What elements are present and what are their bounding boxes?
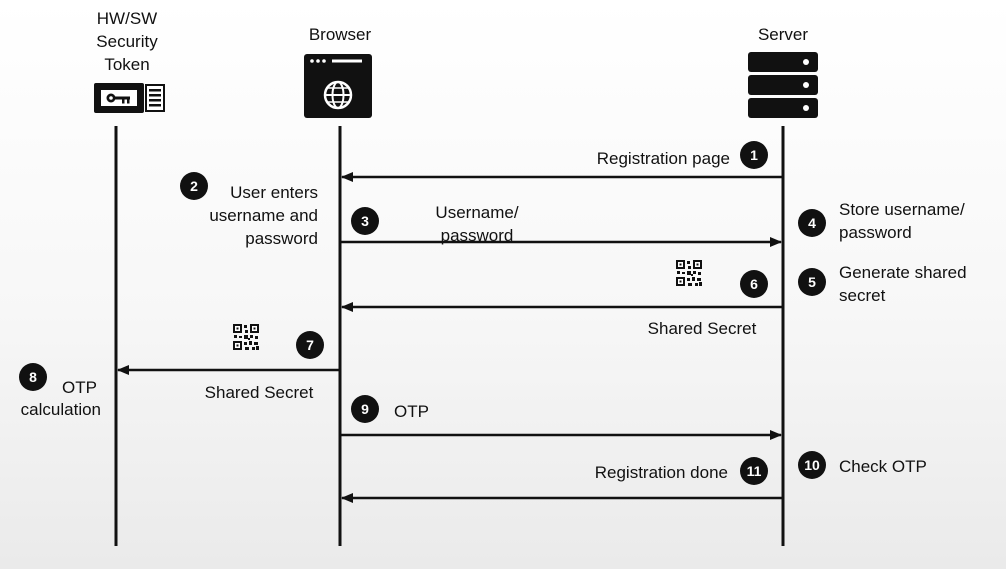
step-4-label-line-2: password xyxy=(839,223,912,242)
step-7-label: Shared Secret xyxy=(205,383,314,402)
token-label-line-1: HW/SW xyxy=(97,9,157,28)
step-8-label-line-1: OTP xyxy=(62,378,97,397)
participant-server: Server xyxy=(748,25,818,118)
step-4: 4 Store username/ password xyxy=(798,200,965,242)
step-8: 8 OTP calculation xyxy=(19,363,101,419)
qr-code-icon xyxy=(233,324,259,350)
step-3-number: 3 xyxy=(361,213,369,229)
step-8-label-line-2: calculation xyxy=(21,400,101,419)
step-5-number: 5 xyxy=(808,274,816,290)
step-6-badge xyxy=(740,270,768,298)
step-3-label-line-1: Username/ xyxy=(435,203,518,222)
step-2: 2 User enters username and password xyxy=(180,172,318,248)
browser-label: Browser xyxy=(309,25,372,44)
step-6-number: 6 xyxy=(750,276,758,292)
token-label-line-3: Token xyxy=(104,55,149,74)
step-7: 7 Shared Secret xyxy=(205,331,324,402)
server-label: Server xyxy=(758,25,808,44)
step-11: Registration done 11 xyxy=(595,457,768,485)
step-7-number: 7 xyxy=(306,337,314,353)
step-1-badge xyxy=(740,141,768,169)
step-3-label-line-2: password xyxy=(441,226,514,245)
step-8-badge xyxy=(19,363,47,391)
step-3-badge xyxy=(351,207,379,235)
step-5-label-line-1: Generate shared xyxy=(839,263,967,282)
step-7-badge xyxy=(296,331,324,359)
step-6-label: Shared Secret xyxy=(648,319,757,338)
step-2-number: 2 xyxy=(190,178,198,194)
step-9-badge xyxy=(351,395,379,423)
step-1-label: Registration page xyxy=(597,149,730,168)
step-11-badge xyxy=(740,457,768,485)
step-3: 3 Username/ password xyxy=(351,203,519,245)
step-9-label: OTP xyxy=(394,402,429,421)
step-9: 9 OTP xyxy=(351,395,429,423)
step-9-number: 9 xyxy=(361,401,369,417)
step-1: Registration page 1 xyxy=(597,141,768,169)
participant-browser: Browser xyxy=(304,25,372,118)
step-2-label-line-3: password xyxy=(245,229,318,248)
step-8-number: 8 xyxy=(29,369,37,385)
step-10-label: Check OTP xyxy=(839,457,927,476)
step-2-label-line-2: username and xyxy=(209,206,318,225)
browser-globe-icon xyxy=(304,54,372,118)
step-2-badge xyxy=(180,172,208,200)
step-1-number: 1 xyxy=(750,147,758,163)
step-2-label-line-1: User enters xyxy=(230,183,318,202)
step-5: 5 Generate shared secret xyxy=(798,263,967,305)
step-11-label: Registration done xyxy=(595,463,728,482)
step-11-number: 11 xyxy=(747,463,762,479)
server-rack-icon xyxy=(748,52,818,118)
step-10: 10 Check OTP xyxy=(798,451,927,479)
step-4-badge xyxy=(798,209,826,237)
token-label-line-2: Security xyxy=(96,32,158,51)
step-5-badge xyxy=(798,268,826,296)
step-4-number: 4 xyxy=(808,215,816,231)
step-5-label-line-2: secret xyxy=(839,286,886,305)
step-6: 6 Shared Secret xyxy=(648,270,768,338)
participant-token: HW/SW Security Token xyxy=(94,9,165,113)
step-10-badge xyxy=(798,451,826,479)
qr-code-icon xyxy=(676,260,702,286)
key-card-icon xyxy=(94,83,165,113)
step-10-number: 10 xyxy=(804,457,820,473)
step-4-label-line-1: Store username/ xyxy=(839,200,965,219)
